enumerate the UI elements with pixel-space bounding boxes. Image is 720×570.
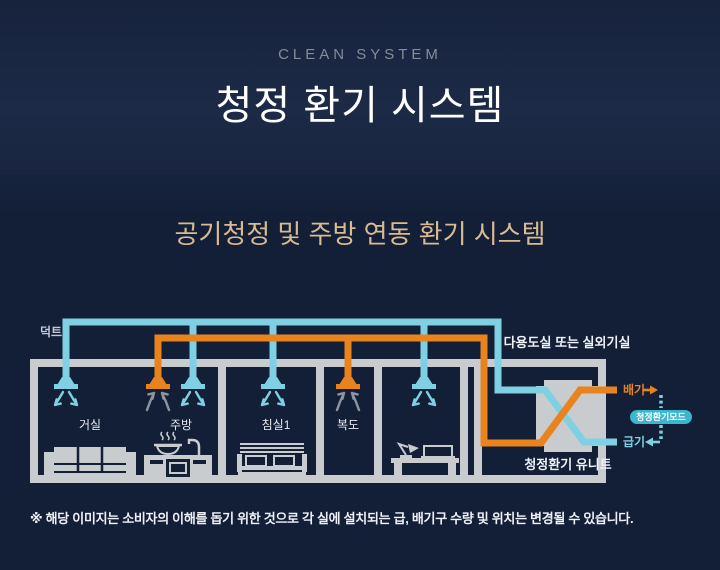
supply-diffuser-bedroom1 bbox=[260, 377, 286, 407]
exhaust-label: 배기 bbox=[623, 382, 645, 397]
supply-diffuser-study bbox=[411, 377, 437, 407]
exhaust-diffuser-hallway bbox=[335, 377, 361, 412]
header-section bbox=[0, 0, 720, 175]
exhaust-outlet-annotation: 배기 bbox=[623, 382, 658, 397]
room-label-living: 거실 bbox=[79, 418, 101, 432]
utility-room-label: 다용도실 또는 실외기실 bbox=[504, 335, 631, 350]
desk-lamp-icon bbox=[396, 442, 419, 458]
room-label-hallway: 복도 bbox=[337, 418, 359, 432]
supply-main-duct bbox=[62, 318, 617, 446]
kitchen-counter-icon bbox=[144, 431, 212, 477]
faucet-icon bbox=[187, 438, 201, 455]
exhaust-arrow-icon bbox=[643, 385, 658, 395]
supply-duct-lines bbox=[62, 318, 617, 446]
mode-badge-label: 청정환기모드 bbox=[636, 411, 686, 422]
bed-icon bbox=[237, 443, 307, 477]
duct-label: 덕트 bbox=[40, 324, 62, 339]
exhaust-duct-lines bbox=[154, 334, 617, 447]
supply-arrow-icon bbox=[645, 437, 660, 447]
eyebrow-text: CLEAN SYSTEM bbox=[278, 46, 442, 63]
ventilation-diagram: 배기 급기 청정환기모드 덕트 거실 주방 침실1 복도 다용도실 또는 실외기… bbox=[30, 318, 692, 483]
page-title: 청정 환기 시스템 bbox=[215, 84, 505, 128]
disclaimer-text: ※ 해당 이미지는 소비자의 이해를 돕기 위한 것으로 각 실에 설치되는 급… bbox=[30, 511, 634, 526]
supply-label: 급기 bbox=[623, 434, 645, 449]
sofa-icon bbox=[44, 447, 136, 478]
supply-diffuser-living bbox=[53, 377, 79, 407]
room-label-bedroom1: 침실1 bbox=[262, 418, 291, 432]
supply-diffuser-kitchen bbox=[180, 377, 206, 407]
desk-icon bbox=[391, 442, 459, 478]
supply-inlet-annotation: 급기 bbox=[623, 434, 660, 449]
exhaust-diffuser-kitchen bbox=[145, 377, 171, 412]
cooking-pot-icon bbox=[154, 431, 182, 456]
laptop-icon bbox=[421, 445, 455, 459]
diagram-subtitle: 공기청정 및 주방 연동 환기 시스템 bbox=[174, 219, 546, 249]
mode-badge: 청정환기모드 bbox=[630, 395, 692, 439]
unit-label: 청정환기 유니트 bbox=[524, 457, 611, 472]
exhaust-main-duct bbox=[154, 334, 617, 447]
building-walls bbox=[30, 359, 606, 483]
room-label-kitchen: 주방 bbox=[170, 418, 192, 432]
